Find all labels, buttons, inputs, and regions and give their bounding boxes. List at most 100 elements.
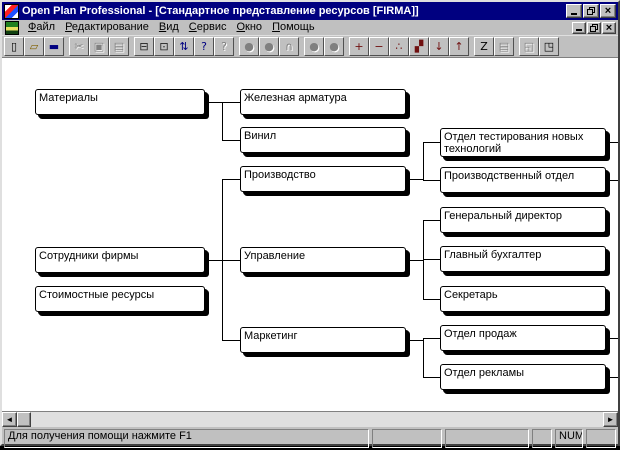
status-panel-4 (586, 429, 616, 448)
resource-node-label: Сотрудники фирмы (39, 250, 139, 262)
mdi-restore-button[interactable] (587, 21, 601, 34)
move-down-icon: ↓ (434, 39, 444, 53)
resource-node-staff[interactable]: Сотрудники фирмы (35, 247, 205, 273)
expand-plus-icon: + (354, 39, 364, 53)
toolbar-button-zigzag[interactable]: Z (474, 36, 494, 56)
mdi-minimize-icon (576, 29, 582, 31)
resource-node-secretary[interactable]: Секретарь (440, 286, 606, 312)
toolbar-button-help[interactable]: ? (194, 36, 214, 56)
menu-item-2[interactable]: Вид (158, 21, 179, 33)
toolbar-button-expand-plus[interactable]: + (349, 36, 369, 56)
toolbar-button-print-preview[interactable]: ⊡ (154, 36, 174, 56)
resource-node-label: Стоимостные ресурсы (39, 289, 155, 301)
new-document-icon: ▯ (10, 39, 18, 53)
resource-node-rebar[interactable]: Железная арматура (240, 89, 406, 115)
minimize-icon (571, 13, 577, 15)
resource-node-production[interactable]: Производство (240, 166, 406, 192)
resource-node-marketing[interactable]: Маркетинг (240, 327, 406, 353)
mdi-close-button[interactable]: × (602, 21, 616, 34)
close-button[interactable]: × (600, 4, 616, 18)
resource-node-label: Винил (244, 130, 277, 142)
toolbar-button-save[interactable]: ▬ (44, 36, 64, 56)
resource-node-ads[interactable]: Отдел рекламы (440, 364, 606, 390)
scroll-left-button[interactable]: ◄ (2, 412, 17, 427)
notes-icon: ▤ (498, 39, 510, 53)
toolbar-button-window-cascade[interactable]: ◳ (539, 36, 559, 56)
menu-item-0[interactable]: Файл (28, 21, 56, 33)
toolbar-group-7: ◱◳ (519, 36, 559, 56)
resource-node-label: Отдел тестирования новых технологий (444, 131, 584, 155)
connector-line (610, 180, 618, 181)
connector-line (222, 102, 223, 140)
paste-icon: ▤ (113, 39, 125, 53)
resource-node-ceo[interactable]: Генеральный директор (440, 207, 606, 233)
toolbar-button-new-document[interactable]: ▯ (4, 36, 24, 56)
toolbar-button-view-circle-4: ● (324, 36, 344, 56)
toolbar-button-step-layout[interactable]: ▞ (409, 36, 429, 56)
toolbar-button-print[interactable]: ⊟ (134, 36, 154, 56)
copy-icon: ▣ (93, 39, 105, 53)
toolbar-button-collapse-minus[interactable]: − (369, 36, 389, 56)
menu-bar-items: Файл Редактирование Вид Сервис Окно Помощь (23, 20, 569, 35)
restore-button[interactable] (583, 4, 599, 18)
status-panel-2 (445, 429, 529, 448)
toolbar-button-paste: ▤ (109, 36, 129, 56)
toolbar-button-move-down[interactable]: ↓ (429, 36, 449, 56)
window-title: Open Plan Professional - [Стандартное пр… (22, 5, 419, 17)
menu-item-5[interactable]: Помощь (272, 21, 315, 33)
connector-line (406, 179, 423, 180)
resource-node-cost[interactable]: Стоимостные ресурсы (35, 286, 205, 312)
toolbar-button-update-data[interactable]: ⇅ (174, 36, 194, 56)
resource-node-accountant[interactable]: Главный бухгалтер (440, 246, 606, 272)
resource-node-sales[interactable]: Отдел продаж (440, 325, 606, 351)
view-circle-2-icon: ● (264, 39, 274, 53)
resource-node-label: Производство (244, 169, 316, 181)
move-up-icon: ↑ (454, 39, 464, 53)
toolbar-button-open-file[interactable]: ▱ (24, 36, 44, 56)
connector-line (222, 102, 240, 103)
resource-node-label: Материалы (39, 92, 98, 104)
status-panel-3 (532, 429, 552, 448)
toolbar-button-notes: ▤ (494, 36, 514, 56)
mdi-minimize-button[interactable] (572, 21, 586, 34)
menu-bar: Файл Редактирование Вид Сервис Окно Помощь × (2, 20, 618, 35)
minimize-button[interactable] (566, 4, 582, 18)
toolbar-group-1: ✂ ▣ ▤ (69, 36, 129, 56)
resource-node-management[interactable]: Управление (240, 247, 406, 273)
connector-line (423, 338, 424, 377)
status-panel-1 (372, 429, 442, 448)
resource-node-label: Секретарь (444, 289, 498, 301)
toolbar-button-move-up[interactable]: ↑ (449, 36, 469, 56)
connector-line (610, 142, 618, 143)
connector-line (222, 340, 240, 341)
connector-line (205, 260, 222, 261)
zigzag-icon: Z (480, 39, 488, 53)
menu-item-4[interactable]: Окно (236, 21, 263, 33)
horizontal-scrollbar: ◄ ► (2, 411, 618, 427)
collapse-minus-icon: − (374, 39, 384, 53)
step-layout-icon: ▞ (414, 39, 424, 53)
resource-node-vinyl[interactable]: Винил (240, 127, 406, 153)
scroll-right-button[interactable]: ► (603, 412, 618, 427)
view-circle-1-icon: ● (244, 39, 254, 53)
open-file-icon: ▱ (29, 39, 39, 53)
view-circle-3-icon: ● (309, 39, 319, 53)
connector-line (222, 179, 223, 340)
toolbar-group-6: Z▤ (474, 36, 514, 56)
connector-line (423, 338, 440, 339)
toolbar-button-cut: ✂ (69, 36, 89, 56)
toolbar-button-view-circle-2: ● (259, 36, 279, 56)
document-system-icon[interactable] (5, 20, 19, 35)
scrollbar-track[interactable] (31, 412, 603, 427)
toolbar-button-link-nodes[interactable]: ∴ (389, 36, 409, 56)
menu-item-3[interactable]: Сервис (188, 21, 227, 33)
status-bar: Для получения помощи нажмите F1 NUM (2, 427, 618, 450)
resource-node-materials[interactable]: Материалы (35, 89, 205, 115)
resource-node-testing[interactable]: Отдел тестирования новых технологий (440, 128, 606, 157)
toolbar-group-4: ●● (304, 36, 344, 56)
scrollbar-thumb[interactable] (17, 412, 31, 427)
resource-node-proddept[interactable]: Производственный отдел (440, 167, 606, 193)
menu-item-1[interactable]: Редактирование (65, 21, 149, 33)
window-controls: × (566, 4, 616, 18)
toolbar-group-5: +−∴ ▞ ↓ ↑ (349, 36, 469, 56)
